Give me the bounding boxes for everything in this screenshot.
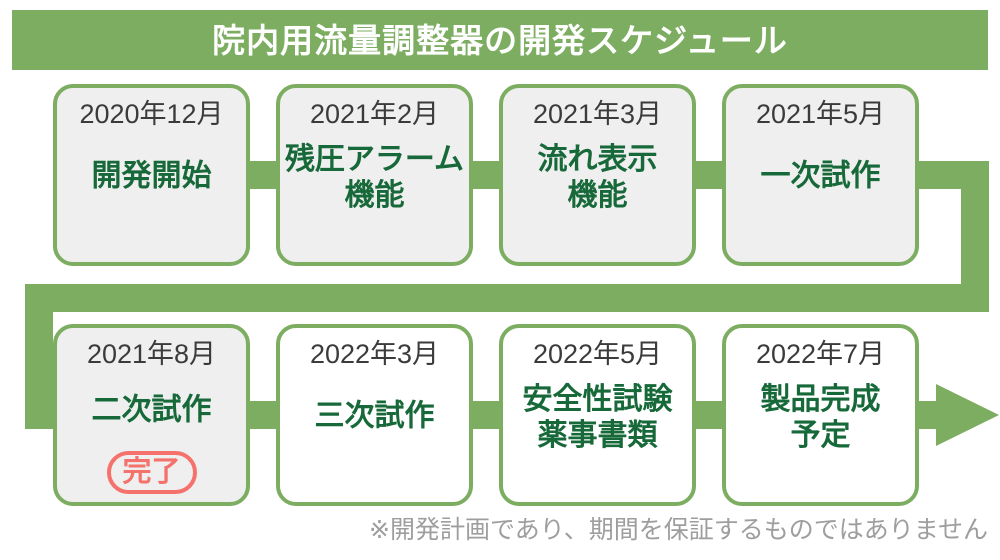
step-date: 2022年5月 [532, 339, 663, 369]
step-card-8: 2022年7月 製品完成 予定 [722, 324, 919, 506]
step-date: 2021年8月 [86, 339, 217, 369]
step-card-3: 2021年3月 流れ表示 機能 [499, 84, 696, 266]
step-date: 2022年3月 [309, 339, 440, 369]
step-date: 2021年2月 [309, 99, 440, 129]
step-card-6: 2022年3月 三次試作 [276, 324, 473, 506]
step-label: 二次試作 [91, 393, 212, 427]
step-date: 2022年7月 [755, 339, 886, 369]
step-card-1: 2020年12月 開発開始 [53, 84, 250, 266]
step-date: 2021年3月 [532, 99, 663, 129]
step-label: 開発開始 [91, 159, 212, 193]
step-card-7: 2022年5月 安全性試験 薬事書類 [499, 324, 696, 506]
step-label: 残圧アラーム 機能 [284, 142, 465, 212]
step-label: 安全性試験 薬事書類 [522, 382, 673, 452]
step-card-5: 2021年8月 二次試作 完了 [53, 324, 250, 506]
step-date: 2021年5月 [755, 99, 886, 129]
step-label: 三次試作 [314, 399, 435, 433]
step-card-2: 2021年2月 残圧アラーム 機能 [276, 84, 473, 266]
step-date: 2020年12月 [79, 99, 224, 129]
page-title: 院内用流量調整器の開発スケジュール [212, 21, 788, 59]
disclaimer-note: ※開発計画であり、期間を保証するものではありません [369, 516, 988, 544]
step-label: 製品完成 予定 [760, 382, 881, 452]
step-card-4: 2021年5月 一次試作 [722, 84, 919, 266]
completion-badge: 完了 [106, 450, 197, 494]
title-bar: 院内用流量調整器の開発スケジュール [12, 10, 988, 70]
step-label: 流れ表示 機能 [537, 142, 658, 212]
arrow-head-icon [936, 384, 999, 446]
step-label: 一次試作 [760, 159, 881, 193]
